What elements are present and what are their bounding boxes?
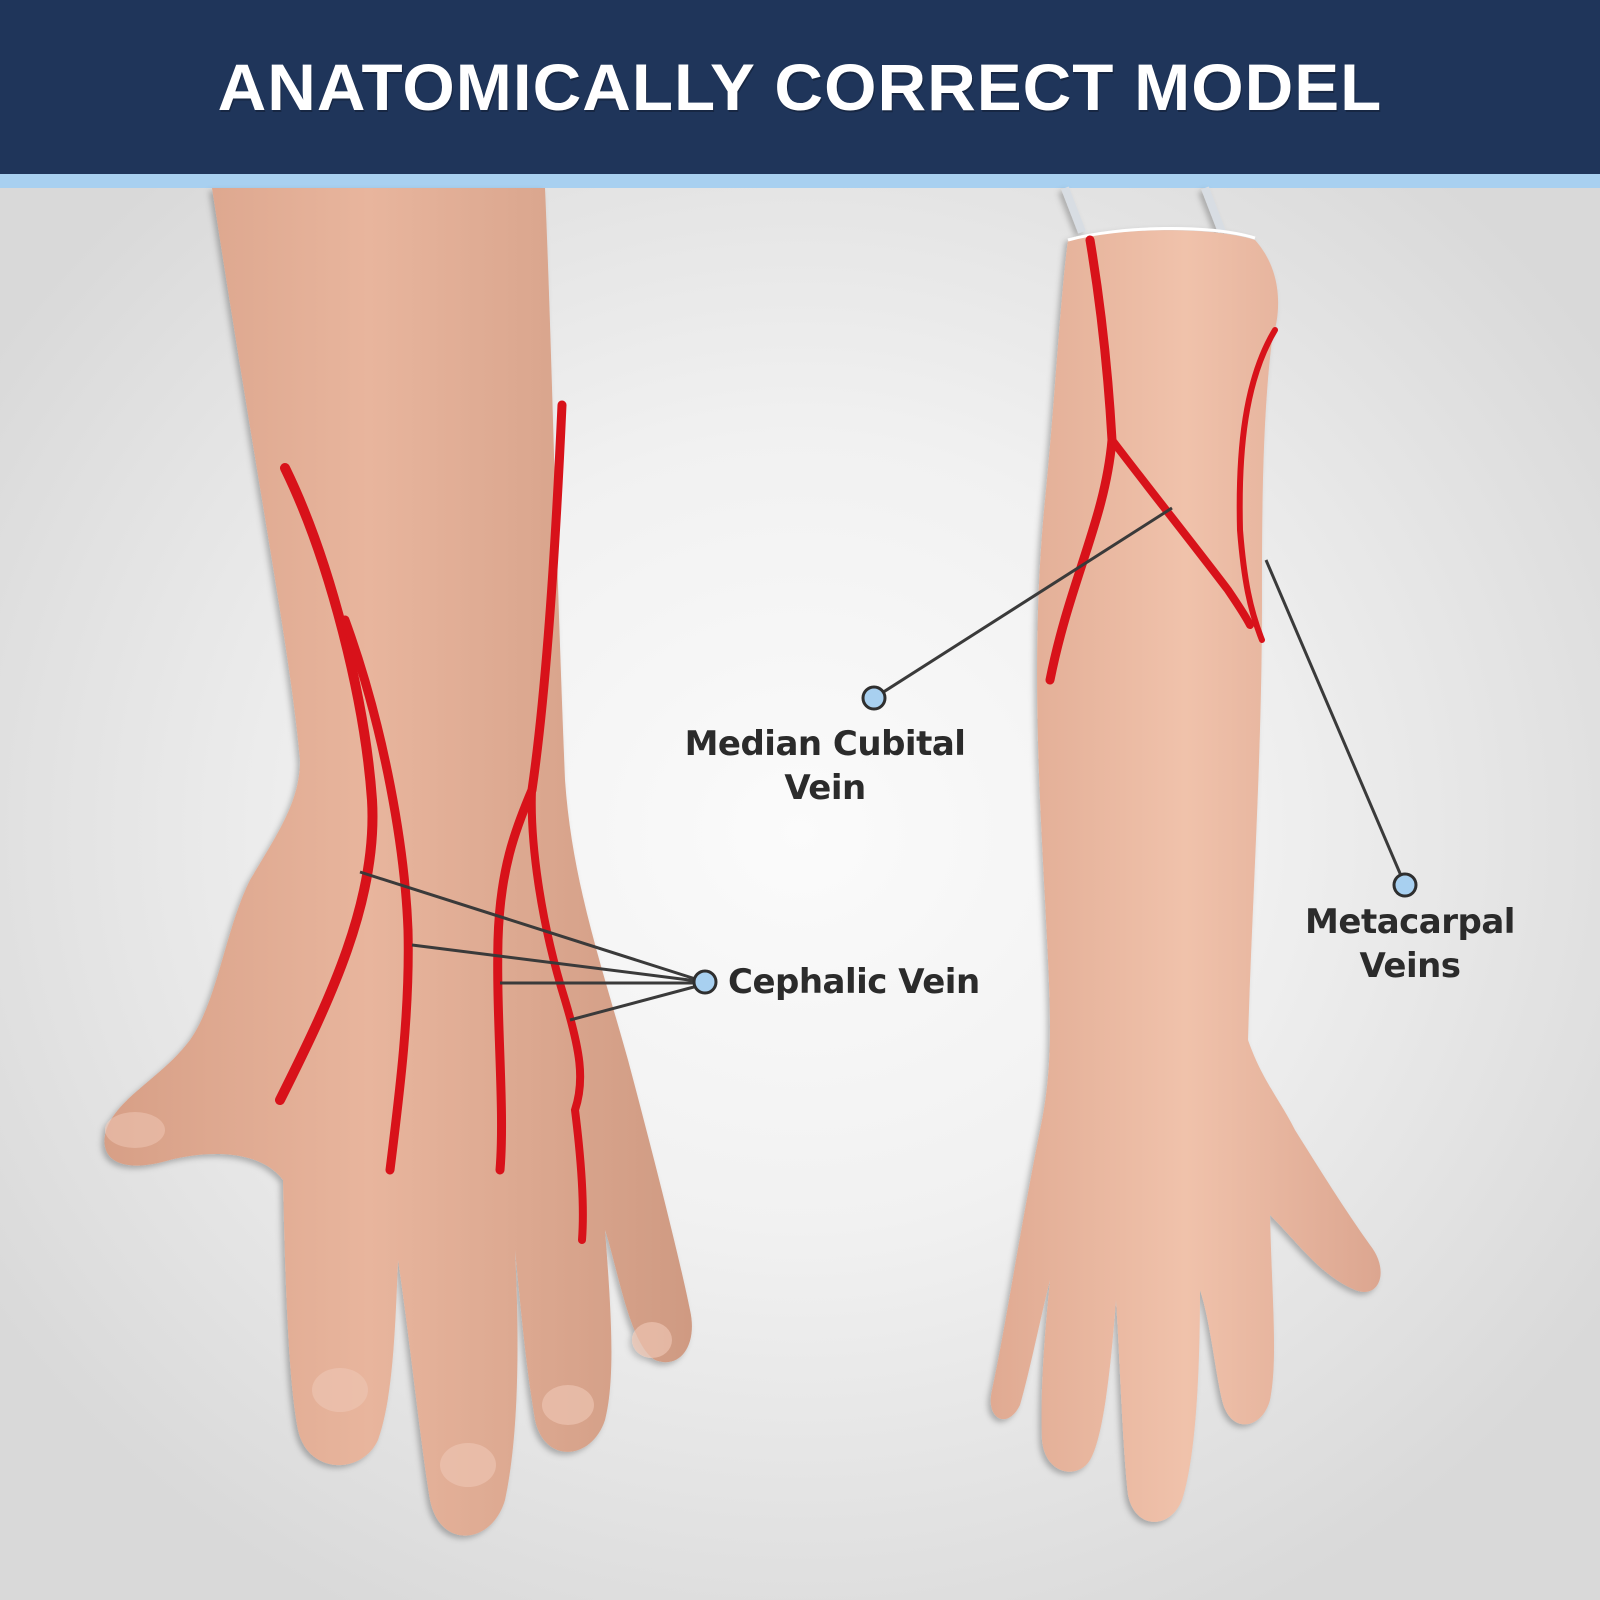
callout-lines — [359, 506, 1407, 1022]
left-arm-veins — [275, 400, 587, 1244]
cephalic-dot — [692, 969, 718, 995]
right-arm-veins — [1045, 235, 1278, 685]
metacarpal-veins-label: Metacarpal Veins — [1305, 902, 1515, 986]
median-cubital-dot — [861, 685, 887, 711]
page-title: ANATOMICALLY CORRECT MODEL — [217, 50, 1383, 124]
right-arm-palmar — [990, 186, 1381, 1522]
header-accent-stripe — [0, 174, 1600, 188]
metacarpal-dot — [1392, 872, 1418, 898]
header-banner: ANATOMICALLY CORRECT MODEL — [0, 0, 1600, 174]
callout-dots — [692, 685, 1418, 995]
median-cubital-vein-label: Median Cubital Vein — [684, 724, 966, 808]
cephalic-vein-label: Cephalic Vein — [728, 962, 980, 1002]
